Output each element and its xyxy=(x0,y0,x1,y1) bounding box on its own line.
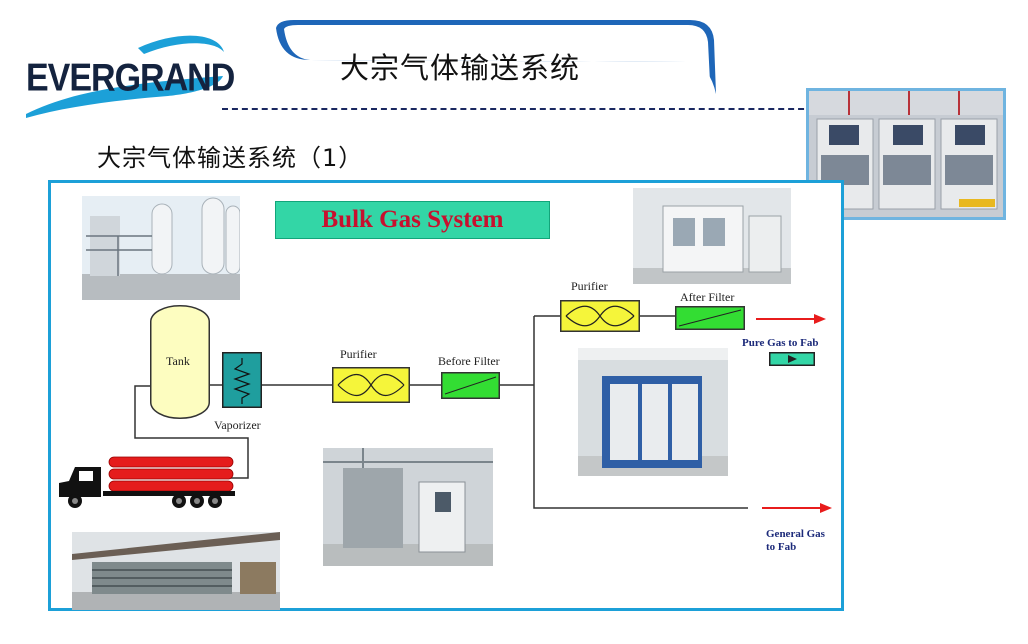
logo-swoosh xyxy=(26,35,224,118)
vaporizer-label: Vaporizer xyxy=(214,418,261,432)
section-heading: 大宗气体输送系统（1） xyxy=(97,144,364,172)
purifier-upper-label: Purifier xyxy=(571,279,608,293)
control-panel-photo xyxy=(806,88,1006,220)
purifier-main xyxy=(332,367,410,403)
purifier-cabinet-photo xyxy=(633,188,791,284)
dashed-connector xyxy=(222,108,814,110)
after-filter-label: After Filter xyxy=(680,290,735,304)
vaporizer xyxy=(222,352,262,408)
arrow-right-icon xyxy=(762,501,834,515)
general-gas-label: General Gas to Fab xyxy=(766,528,825,554)
after-filter xyxy=(675,306,745,330)
before-filter-label: Before Filter xyxy=(438,354,500,368)
tube-trailer-photo xyxy=(72,532,280,610)
logo-text: EVERGRAND xyxy=(26,56,235,100)
flow-indicator xyxy=(769,352,815,366)
tank-label: Tank xyxy=(166,354,190,368)
title-banner xyxy=(270,20,720,100)
arrow-right-icon xyxy=(756,312,828,326)
evergrand-logo: EVERGRAND xyxy=(18,18,235,130)
pure-gas-label: Pure Gas to Fab xyxy=(742,337,819,349)
tank-farm-photo xyxy=(82,196,240,300)
tank xyxy=(150,305,210,419)
purifier-room-photo xyxy=(323,448,493,566)
page-title: 大宗气体输送系统 xyxy=(340,51,581,85)
bulk-gas-title: Bulk Gas System xyxy=(321,206,504,233)
bulk-gas-banner: Bulk Gas System xyxy=(275,201,550,239)
before-filter xyxy=(441,372,500,399)
general-gas-label-line1: General Gas xyxy=(766,528,825,540)
filter-cabinet-photo xyxy=(578,348,728,476)
purifier-upper xyxy=(560,300,640,332)
purifier-main-label: Purifier xyxy=(340,347,377,361)
general-gas-label-line2: to Fab xyxy=(766,541,797,553)
truck-icon xyxy=(57,455,237,511)
